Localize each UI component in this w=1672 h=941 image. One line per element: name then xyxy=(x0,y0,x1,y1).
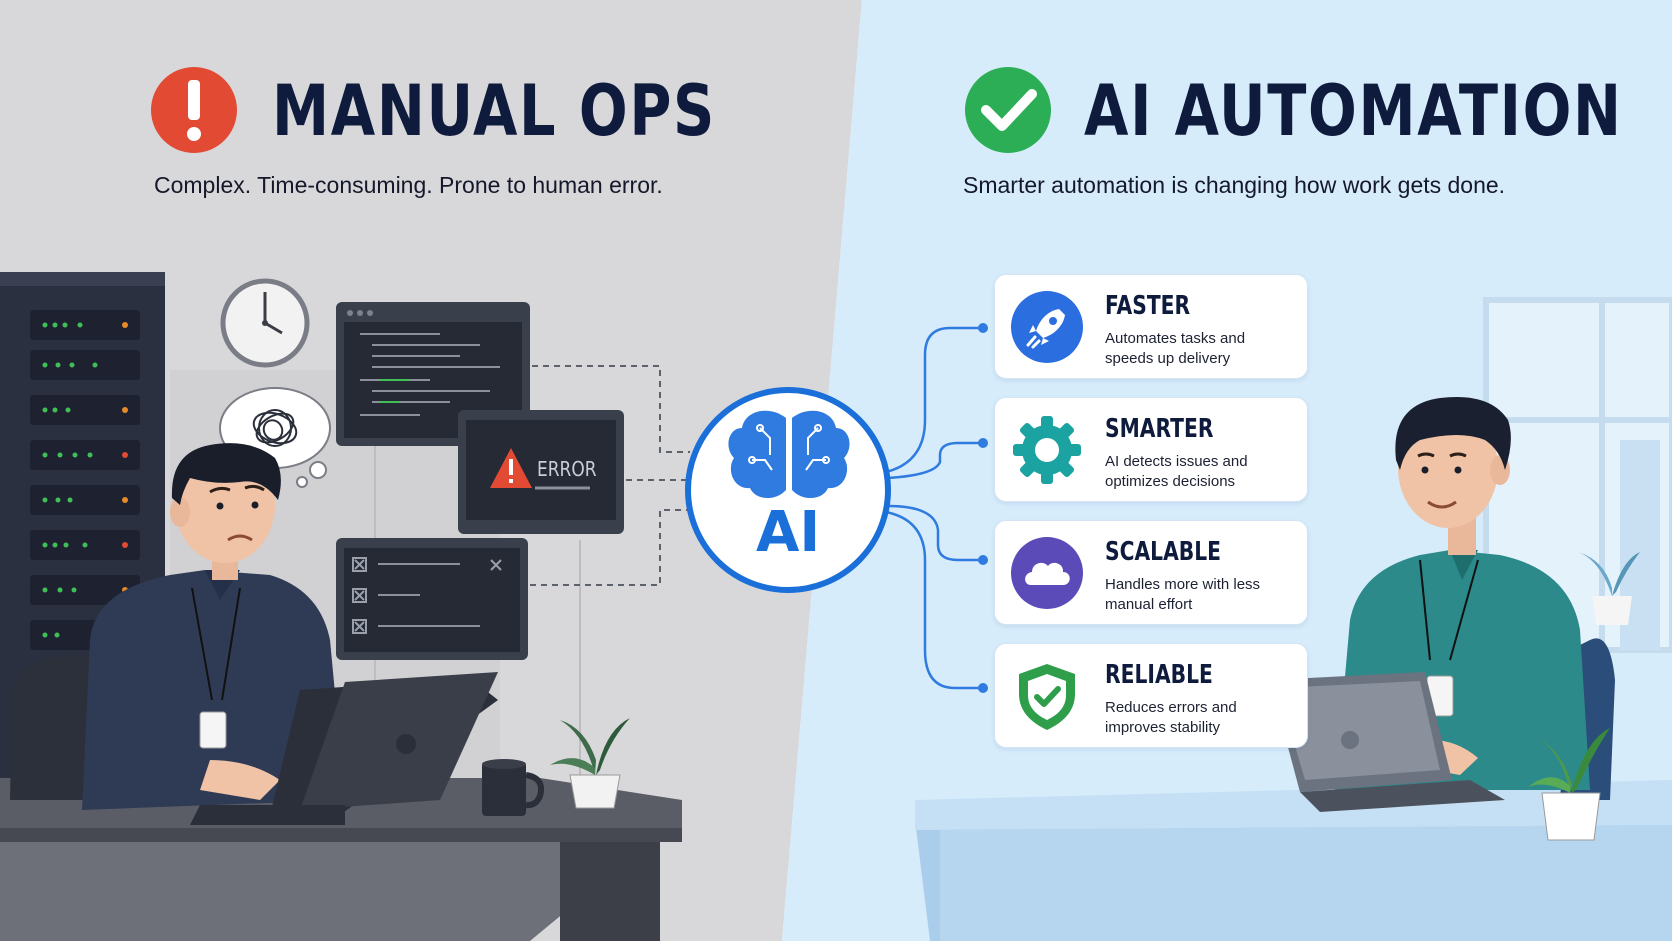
window-plant xyxy=(1578,552,1640,625)
feature-desc: Automates tasks and speeds up delivery xyxy=(1105,330,1246,367)
feature-card-scalable: SCALABLE Handles more with less manual e… xyxy=(994,520,1308,625)
checklist-window xyxy=(336,538,528,660)
feature-connectors xyxy=(885,326,983,690)
feature-desc: AI detects issues and optimizes decision… xyxy=(1105,453,1248,490)
error-window xyxy=(458,410,624,534)
dashed-connectors xyxy=(530,365,690,586)
feature-card-reliable: RELIABLE Reduces errors and improves sta… xyxy=(994,643,1308,748)
worried-man xyxy=(82,443,345,810)
plant-right xyxy=(1528,728,1610,841)
feature-card-faster: FASTER Automates tasks and speeds up del… xyxy=(994,274,1308,379)
wall-clock-icon xyxy=(220,278,310,368)
rocket-icon xyxy=(1011,291,1083,363)
automation-title: AI AUTOMATION xyxy=(1084,70,1623,152)
feature-title: RELIABLE xyxy=(1105,660,1213,690)
feature-title: SCALABLE xyxy=(1105,537,1222,567)
feature-card-smarter: SMARTER AI detects issues and optimizes … xyxy=(994,397,1308,502)
warning-icon xyxy=(490,448,532,488)
plant-left xyxy=(550,718,630,809)
ai-hub xyxy=(685,387,891,593)
automation-laptop xyxy=(1270,672,1505,812)
check-circle-icon xyxy=(965,67,1051,153)
feature-desc: Reduces errors and improves stability xyxy=(1105,699,1237,736)
ai-label: AI xyxy=(756,500,821,565)
feature-desc: Handles more with less manual effort xyxy=(1105,576,1261,613)
manual-laptop xyxy=(190,672,498,825)
error-label: ERROR xyxy=(537,457,597,481)
gear-icon xyxy=(1013,416,1081,484)
automation-subtitle: Smarter automation is changing how work … xyxy=(963,172,1506,198)
brain-icon xyxy=(728,410,850,499)
coffee-mug-icon xyxy=(482,759,544,816)
feature-title: SMARTER xyxy=(1105,414,1214,444)
manual-title: MANUAL OPS xyxy=(272,70,717,152)
cloud-icon xyxy=(1011,537,1083,609)
shield-check-icon xyxy=(1019,664,1075,730)
alert-icon xyxy=(151,67,237,153)
manual-subtitle: Complex. Time-consuming. Prone to human … xyxy=(154,172,663,198)
feature-title: FASTER xyxy=(1105,291,1191,321)
